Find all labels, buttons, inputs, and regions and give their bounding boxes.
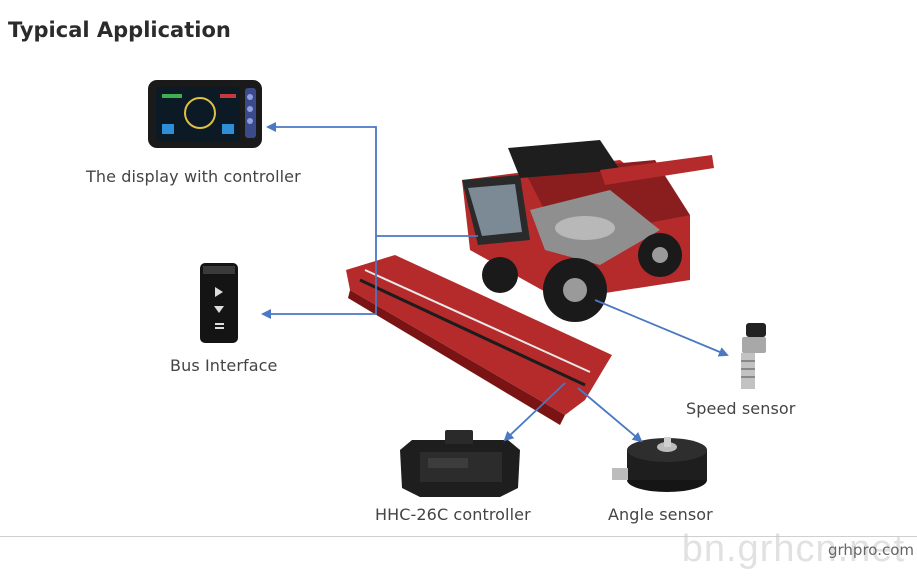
combine-harvester xyxy=(346,140,714,425)
connection-arrows xyxy=(261,122,729,443)
angle-sensor-label: Angle sensor xyxy=(608,505,713,524)
site-text: grhpro.com xyxy=(828,541,915,559)
angle-sensor-device xyxy=(612,437,707,492)
speed-sensor-device xyxy=(741,323,766,389)
bus-interface-device xyxy=(200,263,238,343)
display-label: The display with controller xyxy=(86,167,301,186)
page-title: Typical Application xyxy=(8,18,231,42)
watermark: bn.grhcn.net xyxy=(681,528,905,570)
display-device xyxy=(148,80,262,148)
speed-sensor-label: Speed sensor xyxy=(686,399,796,418)
footer-divider xyxy=(0,536,917,537)
controller-device xyxy=(400,430,520,497)
controller-label: HHC-26C controller xyxy=(375,505,531,524)
bus-interface-label: Bus Interface xyxy=(170,356,278,375)
